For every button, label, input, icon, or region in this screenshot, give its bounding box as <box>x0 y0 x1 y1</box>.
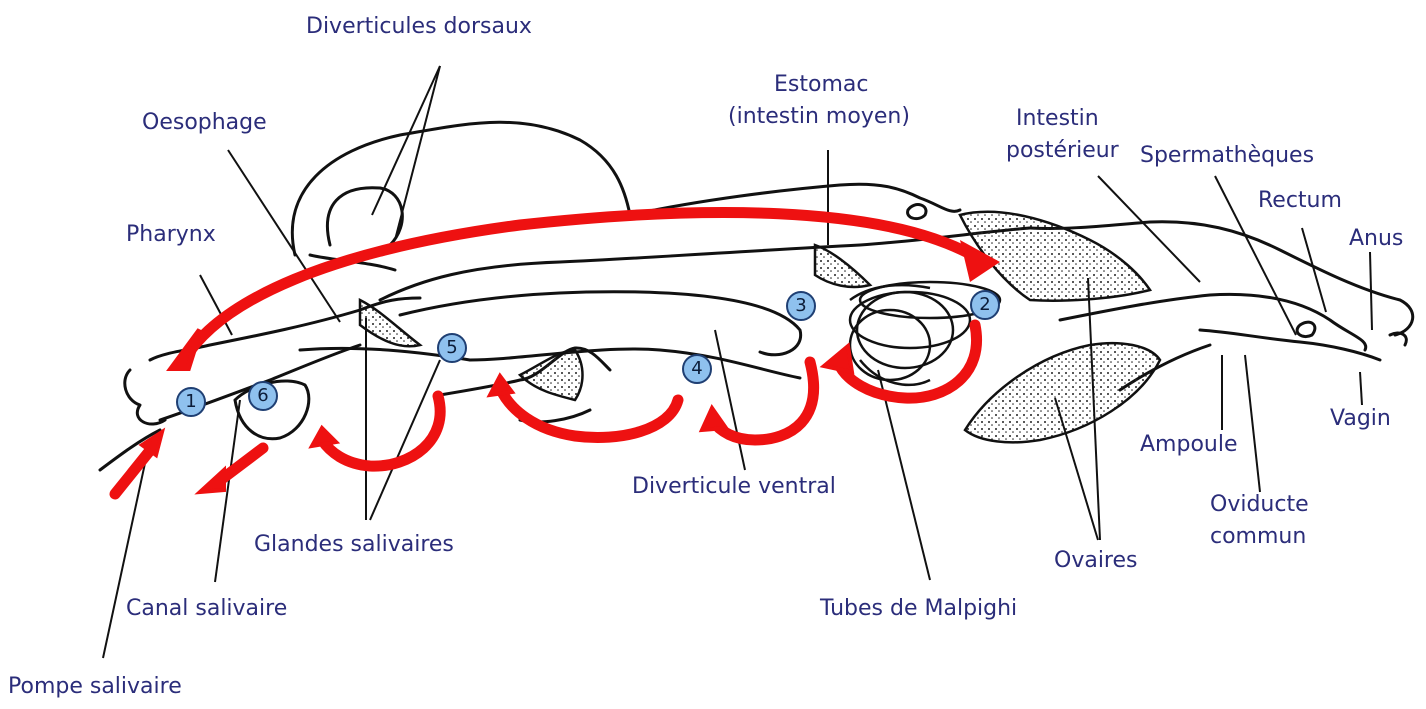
label-intestin: Intestin <box>1016 106 1099 132</box>
ovaries-stippled <box>360 212 1160 442</box>
label-commun: commun <box>1210 524 1306 550</box>
marker-1: 1 <box>176 387 206 417</box>
marker-4: 4 <box>682 354 712 384</box>
label-vagin: Vagin <box>1330 406 1391 432</box>
label-oviducte: Oviducte <box>1210 492 1309 518</box>
label-intestin-moyen: (intestin moyen) <box>728 104 910 130</box>
label-spermatheques: Spermathèques <box>1140 143 1314 169</box>
marker-3: 3 <box>786 291 816 321</box>
label-posterieur: postérieur <box>1006 138 1119 164</box>
label-pharynx: Pharynx <box>126 222 216 248</box>
label-glandes-salivaires: Glandes salivaires <box>254 532 454 558</box>
label-anus: Anus <box>1349 226 1403 252</box>
marker-5: 5 <box>437 333 467 363</box>
label-oesophage: Oesophage <box>142 110 267 136</box>
label-rectum: Rectum <box>1258 188 1342 214</box>
marker-6: 6 <box>248 381 278 411</box>
label-canal-salivaire: Canal salivaire <box>126 596 287 622</box>
gut-outline <box>100 122 1413 470</box>
label-diverticule-ventral: Diverticule ventral <box>632 474 836 500</box>
label-estomac: Estomac <box>774 72 868 98</box>
label-diverticules-dorsaux: Diverticules dorsaux <box>306 14 532 40</box>
label-ovaires: Ovaires <box>1054 548 1138 574</box>
label-pompe-salivaire: Pompe salivaire <box>8 674 182 700</box>
label-ampoule: Ampoule <box>1140 432 1238 458</box>
marker-2: 2 <box>970 290 1000 320</box>
label-tubes-malpighi: Tubes de Malpighi <box>820 596 1017 622</box>
